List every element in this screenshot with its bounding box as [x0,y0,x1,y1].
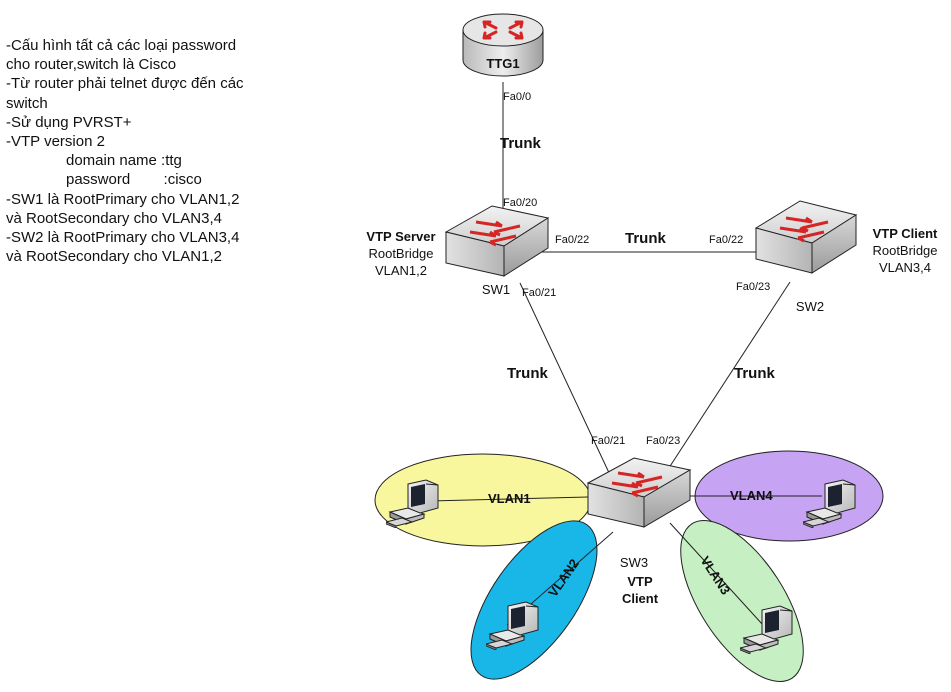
sw1-arrows-icon [469,220,521,247]
note-line: -Từ router phải telnet được đến các [6,75,244,93]
trunk-label-sw1-sw2: Trunk [625,230,666,247]
link-sw2-sw3 [662,281,791,478]
sw3-name: SW3 [620,555,648,570]
note-line: domain name :ttg [66,152,182,170]
vlan1-label: VLAN1 [488,491,531,506]
sw1-rootbridge: RootBridge [368,246,433,261]
vlan4-label: VLAN4 [730,488,773,503]
port-router-fa0-0: Fa0/0 [503,91,531,103]
sw2-name: SW2 [796,299,824,314]
router-arrows-icon [482,20,524,40]
note-line: -SW1 là RootPrimary cho VLAN1,2 [6,190,240,208]
note-line: -Sử dụng PVRST+ [6,113,132,131]
link-vlan3 [669,522,764,626]
trunk-label-sw2-sw3: Trunk [734,365,775,382]
sw3-side [643,469,691,528]
port-sw2-fa0-22: Fa0/22 [709,234,743,246]
trunk-label-sw1-sw3: Trunk [507,365,548,382]
note-line: -Cấu hình tất cả các loại password [6,37,237,54]
note-line: -VTP version 2 [6,133,105,151]
sw2-rootbridge: RootBridge [872,243,937,258]
sw2-role: VTP Client [873,226,938,241]
note-line: password :cisco [66,171,202,189]
port-sw1-fa0-22: Fa0/22 [555,234,589,246]
port-sw2-fa0-23: Fa0/23 [736,281,770,293]
sw1-role: VTP Server [366,229,435,244]
router-top [462,13,544,47]
port-sw3-fa0-23: Fa0/23 [646,435,680,447]
sw2-side [811,214,857,274]
sw3-arrows-icon [611,471,663,498]
note-line: switch [6,94,48,112]
sw1-vlans: VLAN1,2 [375,263,427,278]
link-sw1-sw3 [519,282,612,478]
port-sw3-fa0-21: Fa0/21 [591,435,625,447]
sw3-role-line2: Client [622,591,659,606]
trunk-label-router-sw1: Trunk [500,135,541,152]
port-sw1-fa0-20: Fa0/20 [503,197,537,209]
note-line: và RootSecondary cho VLAN1,2 [6,248,222,266]
link-vlan1 [429,496,589,502]
note-line: và RootSecondary cho VLAN3,4 [6,209,222,227]
switch-sw1: SW1 VTP Server RootBridge VLAN1,2 [366,205,550,297]
sw2-vlans: VLAN3,4 [879,260,931,275]
sw1-name: SW1 [482,282,510,297]
router-name: TTG1 [486,56,519,71]
note-line: -SW2 là RootPrimary cho VLAN3,4 [6,229,240,247]
switch-sw3: SW3 VTP Client [586,457,692,606]
note-line: cho router,switch là Cisco [6,56,177,74]
sw2-arrows-icon [779,216,829,243]
port-sw1-fa0-21: Fa0/21 [522,287,556,299]
sw3-role-line1: VTP [627,574,653,589]
sw1-side [503,217,549,277]
router-ttg1: TTG1 [462,13,544,77]
switch-sw2: SW2 VTP Client RootBridge VLAN3,4 [754,200,938,314]
requirements-notes: -Cấu hình tất cả các loại password cho r… [6,36,306,266]
